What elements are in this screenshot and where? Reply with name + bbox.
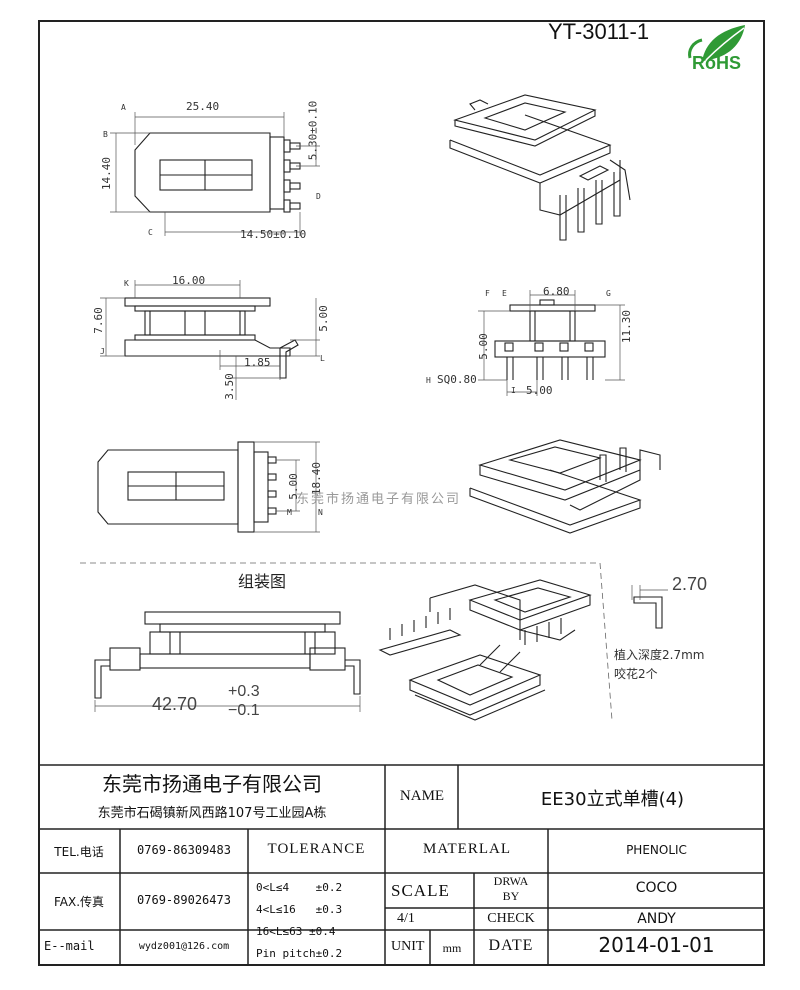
iso-view-2 xyxy=(469,439,661,534)
dim-185: 1.85 xyxy=(244,356,271,369)
dim-e: 6.80 xyxy=(543,285,570,298)
tolerance-label: TOLERANCE xyxy=(267,841,366,857)
rohs-label: RoHS xyxy=(692,53,741,73)
pin-note-depth: 植入深度2.7mm xyxy=(614,648,705,662)
bottom-view xyxy=(97,441,277,533)
tol-line: Pin pitch±0.2 xyxy=(256,947,343,960)
check-label: CHECK xyxy=(487,911,535,926)
dim-a: 25.40 xyxy=(186,100,220,113)
dim-h: SQ0.80 xyxy=(437,373,477,386)
drawing-frame xyxy=(38,20,765,966)
pin-note-knurl: 咬花2个 xyxy=(614,667,658,681)
tol-line: 16<L≤63 ±0.4 xyxy=(256,925,336,938)
date-label: DATE xyxy=(488,937,534,954)
assembly-title: 组装图 xyxy=(238,572,287,591)
dim-i: 5.00 xyxy=(526,384,553,397)
ref-i: I xyxy=(511,386,516,395)
ref-d: D xyxy=(316,192,321,201)
tel-label: TEL.电话 xyxy=(54,845,104,859)
assembly-tol-plus: +0.3 xyxy=(228,683,260,700)
ref-a: A xyxy=(121,103,126,112)
tol-line: 0<L≤4 ±0.2 xyxy=(256,881,343,894)
assembly-iso-view xyxy=(378,579,592,721)
pin-detail xyxy=(633,596,663,629)
unit-label: UNIT xyxy=(391,939,425,954)
unit-value: mm xyxy=(442,941,462,955)
drawn-label: DRWA BY xyxy=(493,874,529,903)
email-value: wydz001@126.com xyxy=(138,941,230,952)
ref-k: K xyxy=(124,279,129,288)
tel-value: 0769-86309483 xyxy=(137,843,231,857)
assembly-front-view xyxy=(94,611,361,699)
dim-350: 3.50 xyxy=(222,373,236,400)
email-label: E--mail xyxy=(44,939,95,953)
date-value: 2014-01-01 xyxy=(598,933,715,957)
fax-value: 0769-89026473 xyxy=(137,893,231,907)
dim-k: 16.00 xyxy=(172,274,206,287)
name-label: NAME xyxy=(399,788,445,804)
side-view xyxy=(494,299,606,380)
watermark: 东莞市扬通电子有限公司 xyxy=(296,492,462,507)
ref-g: G xyxy=(606,289,611,298)
dim-g: 11.30 xyxy=(620,309,634,344)
assembly-length: 42.70 xyxy=(152,694,198,714)
fax-label: FAX.传真 xyxy=(53,895,105,909)
pin-dim: 2.70 xyxy=(672,574,708,594)
name-value: EE30立式单槽(4) xyxy=(540,789,685,810)
drawn-value: COCO xyxy=(635,880,678,896)
assembly-tol-minus: −0.1 xyxy=(228,702,260,719)
dim-l: 5.00 xyxy=(316,305,330,332)
ref-n: N xyxy=(318,508,323,517)
scale-value: 4/1 xyxy=(397,911,415,926)
ref-c: C xyxy=(148,228,153,237)
company-address: 东莞市石碣镇新风西路107号工业园A栋 xyxy=(97,806,327,821)
ref-l: L xyxy=(320,354,325,363)
dim-b: 14.40 xyxy=(100,156,114,191)
part-number: YT-3011-1 xyxy=(548,19,650,44)
ref-m: M xyxy=(287,508,292,517)
ref-b: B xyxy=(103,130,108,139)
iso-view-1 xyxy=(449,94,631,241)
material-value: PHENOLIC xyxy=(626,843,687,857)
ref-e: E xyxy=(502,289,507,298)
ref-f: F xyxy=(485,289,490,298)
dim-c: 14.50±0.10 xyxy=(240,228,307,241)
ref-h: H xyxy=(426,376,431,385)
company-name: 东莞市扬通电子有限公司 xyxy=(102,772,322,796)
dim-d: 5.30±0.10 xyxy=(306,100,320,161)
dim-j: 7.60 xyxy=(91,307,105,334)
ref-j: J xyxy=(100,347,105,356)
scale-label: SCALE xyxy=(391,881,450,900)
top-view xyxy=(134,132,301,213)
check-value: ANDY xyxy=(637,911,676,927)
dim-f: 5.00 xyxy=(476,333,490,360)
tol-line: 4<L≤16 ±0.3 xyxy=(256,903,343,916)
material-label: MATERLAL xyxy=(423,841,511,857)
tolerance-table: 0<L≤4 ±0.2 4<L≤16 ±0.3 16<L≤63 ±0.4 Pin … xyxy=(256,877,386,965)
